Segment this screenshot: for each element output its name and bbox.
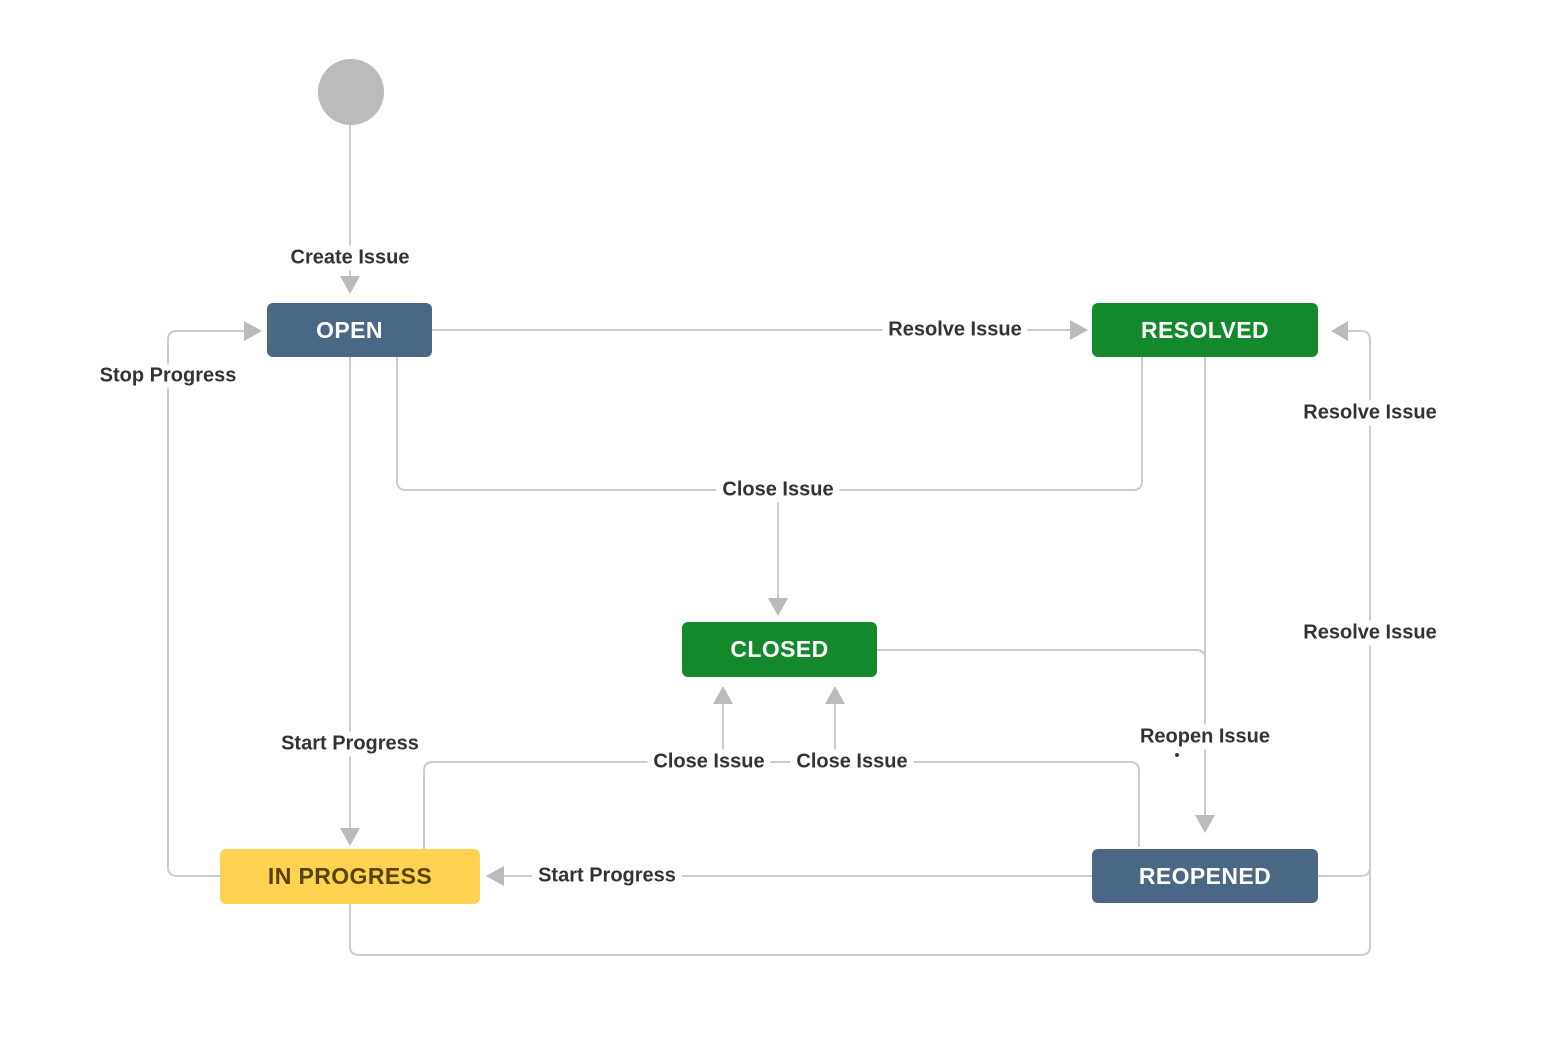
edge-resolve-issue-from-in-progress <box>349 870 1371 956</box>
transition-label-reopen-issue[interactable]: Reopen Issue <box>1133 724 1277 750</box>
arrowhead-into-resolved-left <box>1070 320 1088 340</box>
arrowhead-into-closed-bottom-right <box>825 686 845 704</box>
transition-label-resolve-issue-from-open[interactable]: Resolve Issue <box>882 317 1028 343</box>
status-reopened[interactable]: REOPENED <box>1092 849 1318 903</box>
edge-close-issue-from-open-and-resolved <box>396 357 1143 491</box>
edge-close-issue-bottom-rail <box>423 761 1140 849</box>
arrowhead-into-open-top <box>340 276 360 294</box>
transition-label-stop-progress[interactable]: Stop Progress <box>93 363 243 389</box>
arrowhead-into-reopened-top <box>1195 815 1215 833</box>
junction-dot <box>1175 753 1179 757</box>
edge-resolve-issue-from-reopened <box>1318 330 1371 877</box>
status-open[interactable]: OPEN <box>267 303 432 357</box>
status-closed[interactable]: CLOSED <box>682 622 877 677</box>
arrowhead-into-closed-bottom-left <box>713 686 733 704</box>
arrowhead-into-closed-top <box>768 598 788 616</box>
arrowhead-into-resolved-right <box>1331 321 1348 341</box>
edge-reopen-issue-from-closed <box>877 649 1206 660</box>
transition-label-start-progress-from-open[interactable]: Start Progress <box>275 731 425 757</box>
status-resolved[interactable]: RESOLVED <box>1092 303 1318 357</box>
arrowhead-into-open-left <box>244 321 262 341</box>
transition-label-start-progress-from-reopened[interactable]: Start Progress <box>532 863 682 889</box>
transition-label-close-issue-from-in-progress[interactable]: Close Issue <box>647 749 771 775</box>
edge-stop-progress <box>167 330 244 877</box>
start-node-circle[interactable] <box>318 59 384 125</box>
transition-label-create-issue[interactable]: Create Issue <box>284 245 416 271</box>
transition-label-resolve-issue-from-in-progress[interactable]: Resolve Issue <box>1297 620 1443 646</box>
status-in-progress[interactable]: IN PROGRESS <box>220 849 480 904</box>
arrowhead-into-in-progress-top <box>340 828 360 846</box>
transition-label-close-issue-top[interactable]: Close Issue <box>716 477 840 503</box>
transition-label-resolve-issue-from-reopened[interactable]: Resolve Issue <box>1297 400 1443 426</box>
arrowhead-into-in-progress-right <box>486 866 504 886</box>
transition-label-close-issue-from-reopened[interactable]: Close Issue <box>790 749 914 775</box>
